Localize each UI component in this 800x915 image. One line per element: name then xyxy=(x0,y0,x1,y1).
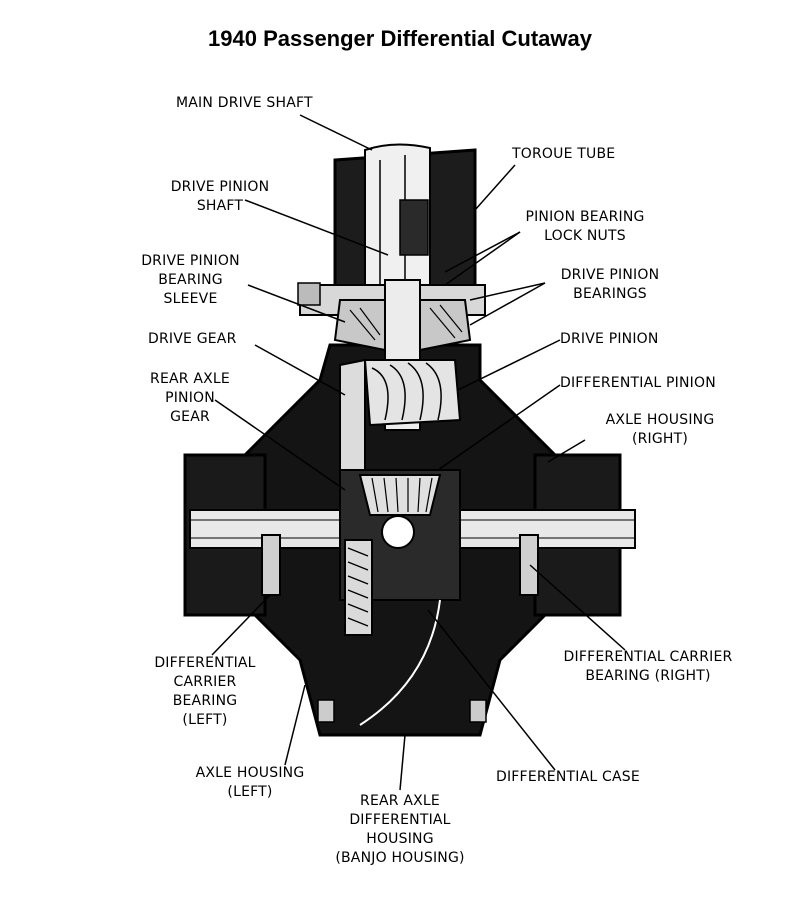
label-drive-pinion-bearing-sleeve: DRIVE PINION BEARING SLEEVE xyxy=(141,253,240,307)
differential-pin xyxy=(381,515,415,549)
label-differential-carrier-bearing-right: DIFFERENTIAL CARRIER BEARING (RIGHT) xyxy=(563,649,733,684)
label-drive-gear: DRIVE GEAR xyxy=(148,331,237,347)
label-main-drive-shaft: MAIN DRIVE SHAFT xyxy=(176,95,313,111)
label-axle-housing-right: AXLE HOUSING (RIGHT) xyxy=(605,412,715,447)
carrier-bearing-left xyxy=(261,534,281,596)
side-gear-teeth xyxy=(344,539,373,636)
label-axle-housing-left: AXLE HOUSING (LEFT) xyxy=(195,765,305,800)
label-pinion-bearing-lock-nuts: PINION BEARING LOCK NUTS xyxy=(525,209,645,244)
drive-gear xyxy=(339,358,366,482)
label-drive-pinion-shaft: DRIVE PINION SHAFT xyxy=(170,179,270,214)
label-differential-carrier-bearing-left: DIFFERENTIAL CARRIER BEARING (LEFT) xyxy=(154,655,256,728)
label-rear-axle-differential-housing: REAR AXLE DIFFERENTIAL HOUSING (BANJO HO… xyxy=(335,793,465,866)
carrier-bearing-right xyxy=(519,534,539,596)
label-differential-case: DIFFERENTIAL CASE xyxy=(496,769,640,785)
label-differential-pinion: DIFFERENTIAL PINION xyxy=(560,375,716,391)
drive-pinion-bearings-right xyxy=(419,299,472,352)
drive-pinion-gear xyxy=(363,359,462,427)
label-rear-axle-pinion-gear: REAR AXLE PINION GEAR xyxy=(150,371,230,425)
label-drive-pinion-bearings: DRIVE PINION BEARINGS xyxy=(560,267,660,302)
label-drive-pinion: DRIVE PINION xyxy=(560,331,659,347)
label-torque-tube: TOROUE TUBE xyxy=(512,146,616,162)
drive-pinion-bearings-left xyxy=(333,299,386,352)
diagram-title: 1940 Passenger Differential Cutaway xyxy=(208,26,592,51)
